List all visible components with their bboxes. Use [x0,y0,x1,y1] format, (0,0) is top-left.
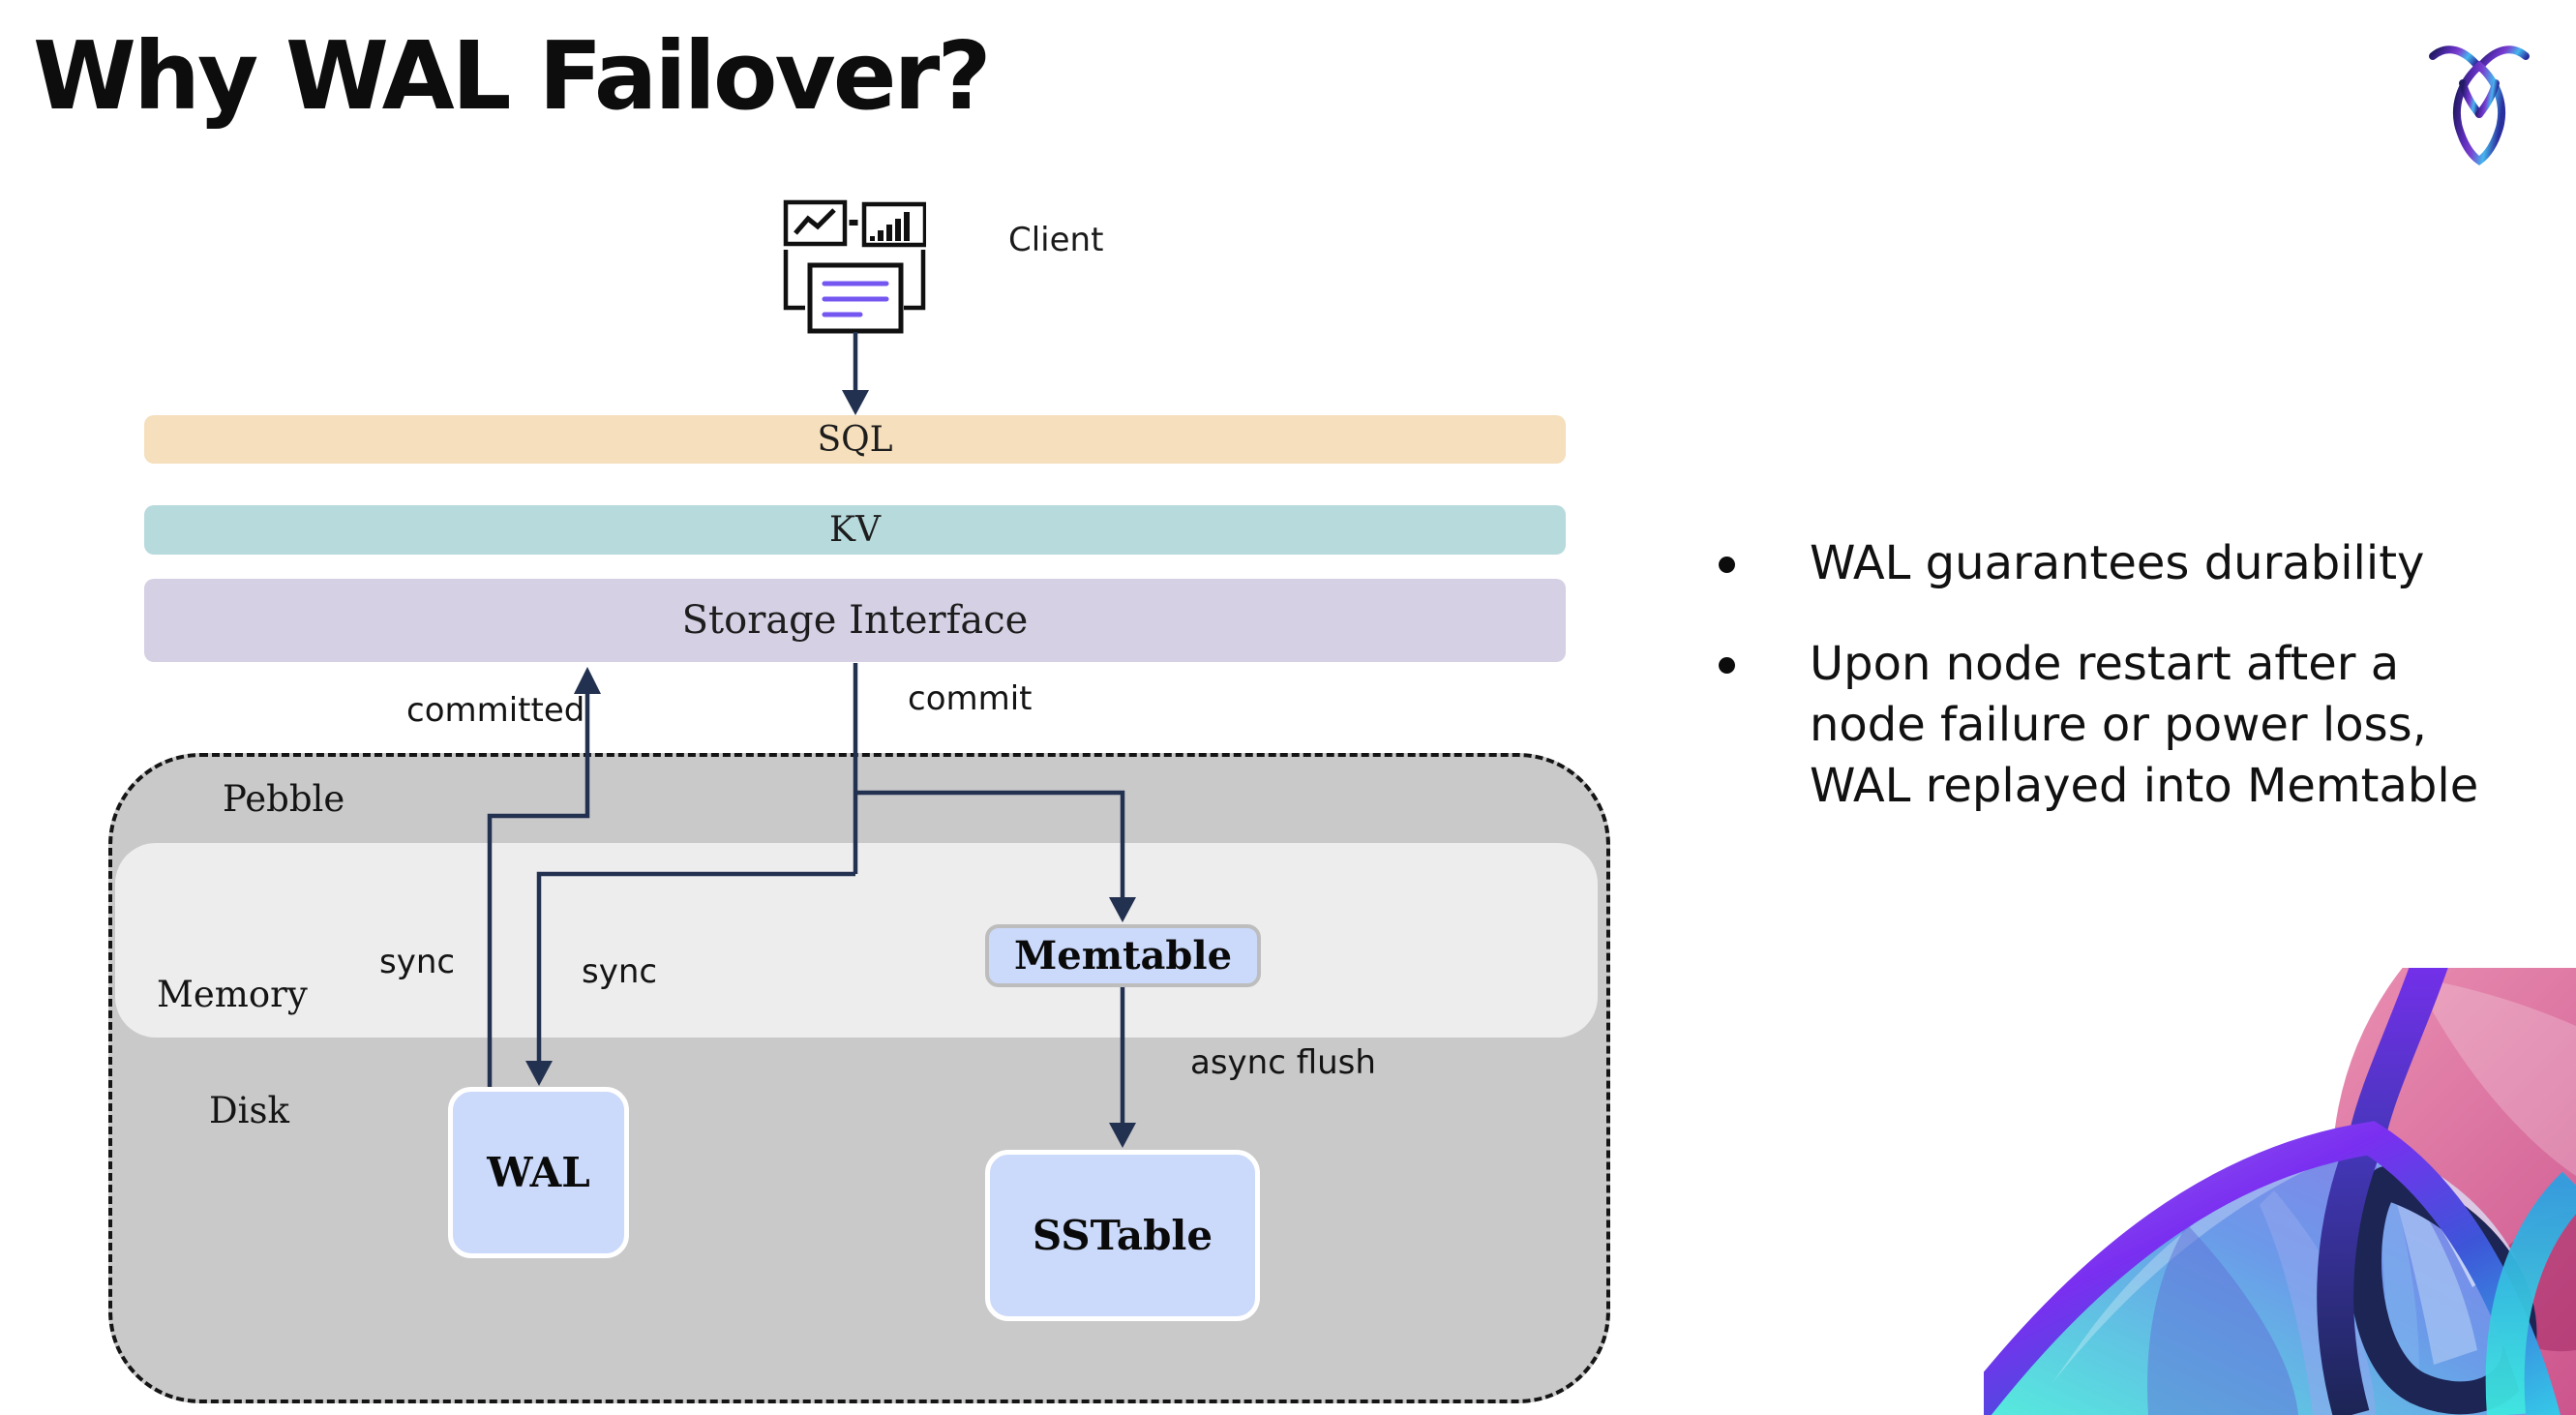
sync-left-edge-label: sync [379,943,456,981]
bullet-list: WAL guarantees durability Upon node rest… [1719,533,2512,817]
layer-bar-storage-interface: Storage Interface [144,579,1566,662]
memory-label: Memory [157,974,308,1015]
sstable-node: SSTable [985,1150,1260,1321]
pebble-label: Pebble [223,778,345,820]
wal-label: WAL [487,1149,590,1196]
bullet-dot-icon [1719,657,1735,674]
cockroachdb-logo-icon [2429,41,2530,166]
bullet-line: WAL replayed into Memtable [1810,759,2479,813]
memtable-label: Memtable [1013,933,1233,978]
committed-edge-label: committed [406,691,585,730]
layer-label-storage-interface: Storage Interface [681,598,1029,643]
async-flush-edge-label: async flush [1190,1043,1376,1082]
wal-node: WAL [448,1087,629,1258]
list-item: Upon node restart after a node failure o… [1719,634,2512,817]
brand-corner-graphic-icon [1984,968,2576,1415]
memtable-node: Memtable [985,924,1261,987]
layer-label-kv: KV [829,510,881,550]
sync-right-edge-label: sync [582,952,658,991]
page-title: Why WAL Failover? [33,21,992,131]
bullet-dot-icon [1719,557,1735,573]
layer-label-sql: SQL [817,419,893,460]
layer-bar-kv: KV [144,505,1566,555]
client-label: Client [1008,221,1104,259]
bullet-line: Upon node restart after a [1810,637,2400,691]
list-item: WAL guarantees durability [1719,533,2512,594]
commit-edge-label: commit [908,679,1033,718]
layer-bar-sql: SQL [144,415,1566,464]
disk-label: Disk [209,1090,289,1131]
bullet-line: WAL guarantees durability [1810,536,2425,590]
sstable-label: SSTable [1032,1212,1213,1259]
memory-zone [115,843,1598,1038]
bullet-line: node failure or power loss, [1810,698,2427,752]
client-icon [779,194,926,337]
